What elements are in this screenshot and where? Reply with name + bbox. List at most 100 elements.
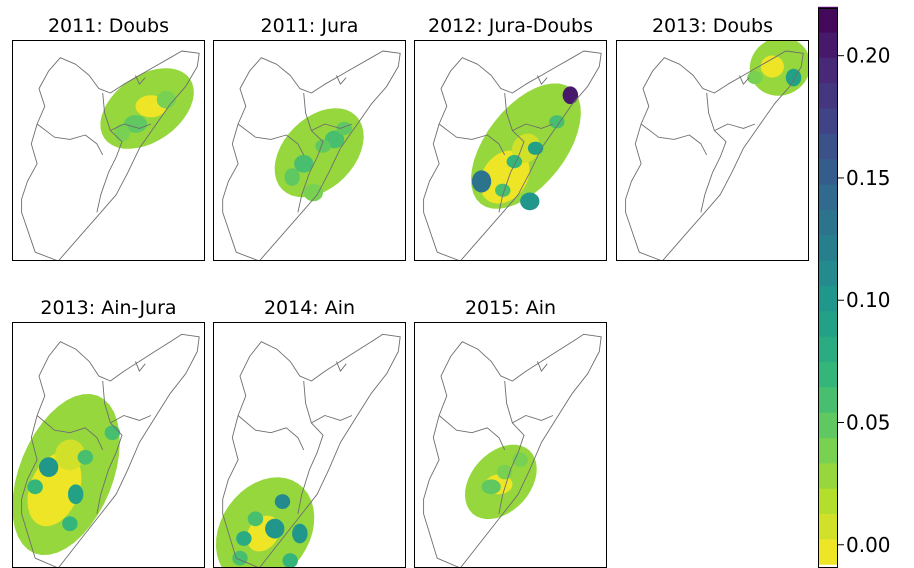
region-boundary [438,123,506,156]
region-outline [222,333,401,568]
heat-contour [62,516,78,532]
heat-contour [282,553,298,568]
colorbar-level [818,108,838,134]
panel-title: 2011: Jura [261,15,359,37]
panel-frame [12,40,205,261]
region-boundary [640,123,708,156]
region-boundary [297,380,324,514]
heat-contour [495,183,511,197]
heat-contour [265,518,285,539]
colorbar-tick-label: 0.15 [846,166,891,190]
colorbar-level [818,209,838,236]
region-boundary [512,415,554,424]
colorbar-level [818,184,838,210]
panel-2013-ain-jura: 2013: Ain-Jura [12,297,205,568]
colorbar-level [818,310,838,337]
heat-contour [156,90,177,109]
panel-2012-jura-doubs: 2012: Jura-Doubs [414,15,607,261]
region-outline [21,50,200,261]
region-boundary [135,75,146,85]
heat-contour [303,183,323,202]
heat-contour [284,168,300,186]
panel-2014-ain: 2014: Ain [213,297,406,568]
panel-2011-jura: 2011: Jura [213,15,406,261]
region-boundary [537,361,548,372]
colorbar-level [818,513,838,540]
region-boundary [110,123,152,132]
panel-title: 2011: Doubs [48,15,169,37]
region-boundary [237,415,305,451]
region-outline [625,50,804,261]
heat-contour [760,55,784,78]
heat-contour [77,449,94,465]
heat-contour [274,494,291,509]
heat-contour [68,484,84,504]
region-boundary [336,75,347,85]
region-boundary [96,92,123,213]
colorbar-level [818,234,838,261]
colorbar-level [818,260,838,286]
colorbar-level [818,412,838,439]
heat-contour [27,479,43,495]
heat-contour [315,139,331,153]
colorbar-tick-label: 0.10 [846,288,891,312]
region-boundary [311,123,353,132]
colorbar-level [818,158,838,185]
region-boundary [110,415,152,424]
colorbar-level [818,285,838,312]
colorbar-tick-label: 0.05 [846,410,891,434]
panel-title: 2015: Ain [465,297,556,319]
heat-contour [236,531,252,546]
region-boundary [512,123,554,132]
panel-2011-doubs: 2011: Doubs [12,15,205,261]
region-boundary [96,380,123,514]
panel-2013-doubs: 2013: Doubs [616,15,809,261]
region-boundary [36,123,104,156]
heat-contour [506,154,523,169]
heat-contour [471,170,492,193]
region-boundary [498,380,525,514]
region-outline [423,50,602,261]
colorbar-level [818,82,838,109]
region-boundary [135,361,146,372]
colorbar-tick-label: 0.20 [846,44,891,68]
colorbar-level [818,538,838,565]
colorbar: 0.00 0.05 0.10 0.15 0.20 [818,6,891,568]
heat-contour [292,523,308,544]
region-boundary [438,415,506,451]
colorbar-level [818,437,838,464]
colorbar-level [818,57,838,84]
heat-contour [55,439,85,471]
colorbar-level [818,361,838,388]
heat-contour [481,479,501,495]
panel-frame [414,40,607,261]
colorbar-tick-label: 0.00 [846,533,891,557]
region-outline [423,333,602,568]
panel-title: 2012: Jura-Doubs [428,15,593,37]
region-outline [21,333,200,568]
colorbar-level [818,336,838,362]
panel-title: 2013: Doubs [652,15,773,37]
heat-contour [549,115,565,129]
heat-contour [114,124,130,142]
panel-2015-ain: 2015: Ain [414,297,607,568]
region-boundary [311,415,353,424]
region-boundary [700,92,727,213]
heat-contour [104,425,121,441]
heat-contour [39,457,59,477]
region-boundary [297,92,324,213]
region-boundary [714,123,756,132]
colorbar-level [818,6,838,33]
panel-title: 2013: Ain-Jura [40,297,176,319]
region-boundary [237,123,305,156]
colorbar-level [818,462,838,489]
region-boundary [498,92,525,213]
region-boundary [537,75,548,85]
region-boundary [336,361,347,372]
region-boundary [739,75,750,85]
heat-contour [123,115,148,133]
colorbar-level [818,386,838,413]
colorbar-level [818,32,838,58]
